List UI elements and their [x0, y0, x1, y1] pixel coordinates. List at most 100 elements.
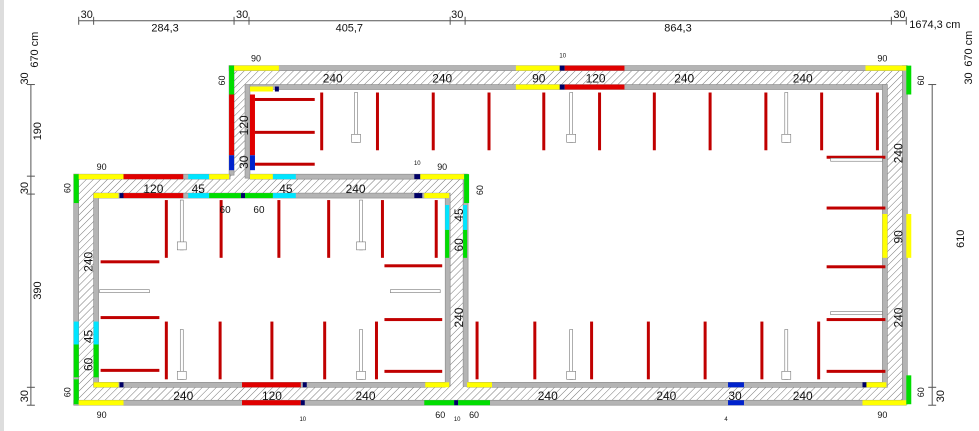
- wall-label: 240: [793, 389, 813, 403]
- shelf: [375, 92, 379, 151]
- cyan-segment: [188, 174, 210, 180]
- wall-label: 90: [877, 410, 887, 420]
- wall-label: 90: [891, 230, 905, 244]
- shelf: [652, 92, 656, 151]
- wall-label: 60: [253, 205, 265, 216]
- shelf: [384, 318, 443, 322]
- wall-label: 90: [251, 54, 261, 64]
- window-segment: [862, 400, 907, 406]
- green-segment: [93, 344, 99, 378]
- wall-label: 90: [532, 72, 546, 86]
- wall-label: 240: [173, 389, 193, 403]
- shelf: [434, 200, 438, 258]
- green-segment: [73, 344, 79, 378]
- green-segment: [209, 193, 242, 199]
- green-segment: [458, 400, 491, 406]
- wall-label: 60: [916, 387, 926, 397]
- shelf: [327, 200, 331, 258]
- dim-label: 30: [19, 72, 31, 84]
- wall-label: 240: [356, 389, 376, 403]
- dim-label: 30: [19, 390, 31, 402]
- fixtures: [99, 92, 886, 380]
- dim-label: 30: [81, 9, 93, 21]
- shelf: [320, 92, 324, 151]
- navy-segment: [414, 193, 423, 199]
- green-segment: [245, 193, 273, 199]
- wall-label: 240: [538, 389, 558, 403]
- dimension-top: [78, 16, 907, 25]
- dim-label: 1674,3 cm: [909, 19, 960, 31]
- wall-label: 240: [452, 307, 466, 327]
- cyan-segment: [73, 321, 79, 345]
- dim-label: 30: [19, 182, 31, 194]
- navy-segment: [862, 382, 867, 388]
- cyan-segment: [272, 193, 296, 199]
- rack: [351, 134, 361, 143]
- window-segment: [420, 174, 465, 180]
- blue-segment: [229, 155, 235, 171]
- shelf: [100, 368, 160, 372]
- shelf: [598, 92, 602, 151]
- navy-segment: [300, 400, 305, 406]
- wall-label: 45: [82, 330, 96, 344]
- window-segment: [467, 382, 492, 388]
- shelf: [431, 92, 435, 151]
- door-segment: [249, 94, 255, 156]
- dim-label: 190: [32, 122, 44, 140]
- wall-label: 120: [237, 115, 251, 135]
- blue-segment: [728, 400, 744, 406]
- shelf: [323, 321, 327, 380]
- dim-label: 30: [451, 9, 463, 21]
- wall-label: 45: [192, 182, 206, 196]
- dim-label: 30: [893, 9, 905, 21]
- shelf: [760, 321, 764, 380]
- shelf: [219, 200, 223, 258]
- window-segment: [209, 174, 230, 180]
- wall-openings: [73, 65, 912, 406]
- cyan-segment: [272, 174, 296, 180]
- window-segment: [93, 382, 119, 388]
- window-segment: [865, 65, 907, 71]
- navy-segment: [274, 86, 279, 92]
- shelf: [254, 97, 315, 101]
- shelf: [374, 321, 378, 380]
- dim-label: 30: [236, 9, 248, 21]
- dim-label: 284,3: [151, 23, 178, 35]
- door-segment: [242, 400, 301, 406]
- dim-label: 405,7: [336, 23, 363, 35]
- window-segment: [882, 214, 888, 258]
- shelf: [100, 260, 160, 264]
- dimension-left: [26, 84, 35, 406]
- shelf: [254, 130, 315, 134]
- window-segment: [73, 174, 124, 180]
- window-segment: [906, 214, 912, 258]
- shelf: [254, 162, 315, 166]
- rack: [356, 241, 366, 251]
- dim-label: 610: [955, 230, 967, 248]
- green-segment: [229, 65, 235, 95]
- wall-label: 240: [674, 72, 694, 86]
- door-segment: [564, 84, 625, 90]
- rack: [830, 311, 883, 315]
- shelf: [277, 200, 281, 258]
- wall-label: 60: [435, 410, 445, 420]
- navy-segment: [119, 382, 124, 388]
- window-segment: [249, 86, 273, 92]
- window-segment: [78, 400, 124, 406]
- rack: [99, 289, 150, 293]
- navy-segment: [414, 174, 421, 180]
- door-segment: [242, 382, 301, 388]
- wall: [229, 65, 907, 89]
- window-segment: [515, 84, 560, 90]
- navy-segment: [559, 84, 565, 90]
- dim-label: 30: [963, 72, 975, 84]
- shelf: [646, 321, 650, 380]
- shelf: [164, 200, 168, 258]
- navy-segment: [454, 400, 459, 406]
- window-segment: [234, 65, 279, 71]
- shelf: [487, 92, 491, 151]
- wall-label: 240: [432, 72, 452, 86]
- shelf: [826, 206, 886, 210]
- wall-label: 60: [82, 357, 96, 371]
- wall-label: 60: [63, 387, 73, 397]
